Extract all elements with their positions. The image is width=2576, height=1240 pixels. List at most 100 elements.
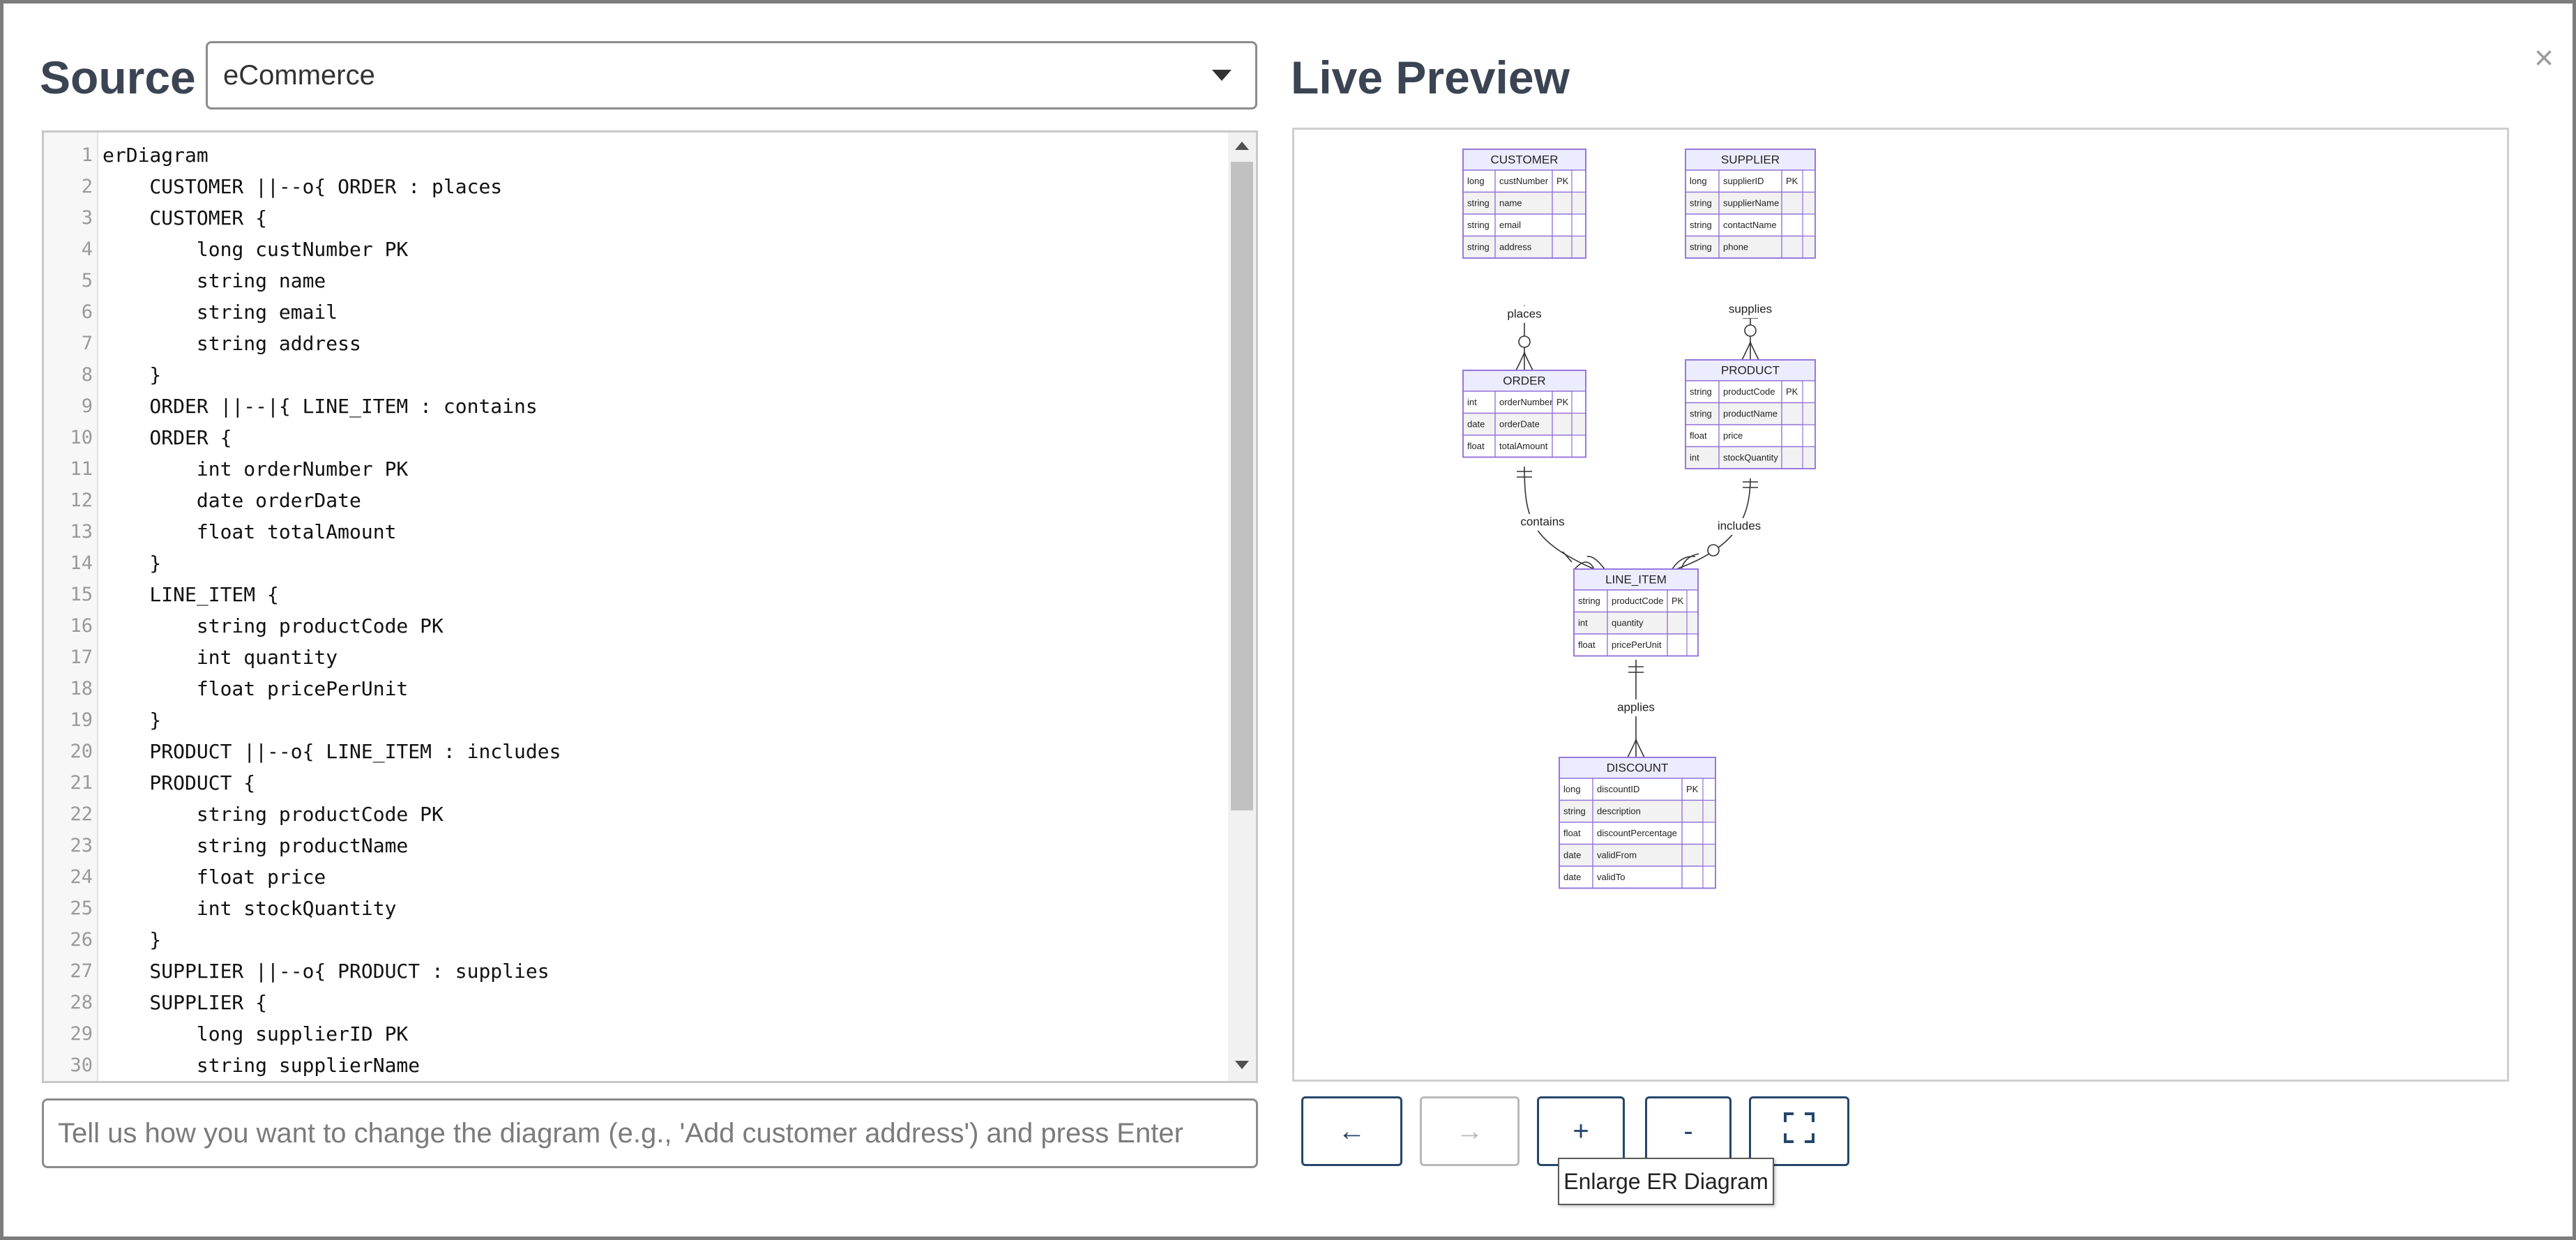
code-line[interactable]: 17 int quantity <box>44 642 1225 673</box>
code-line[interactable]: 24 float price <box>44 861 1225 893</box>
attribute-type: float <box>1690 430 1707 441</box>
attribute-type: int <box>1578 618 1588 628</box>
scroll-up-icon[interactable] <box>1235 141 1249 153</box>
code-line[interactable]: 7 string address <box>44 328 1225 359</box>
relationship-label-bg <box>1608 700 1664 716</box>
code-line[interactable]: 14 } <box>44 547 1225 579</box>
code-line[interactable]: 11 int orderNumber PK <box>44 453 1225 485</box>
code-line[interactable]: 13 float totalAmount <box>44 516 1225 547</box>
source-select[interactable]: eCommerce <box>206 41 1257 109</box>
code-line[interactable]: 22 string productCode PK <box>44 799 1225 830</box>
chevron-down-icon <box>1212 70 1232 84</box>
code-text: } <box>103 552 162 575</box>
code-line[interactable]: 18 float pricePerUnit <box>44 673 1225 704</box>
code-text: SUPPLIER { <box>103 991 268 1014</box>
relationship-label: includes <box>1718 519 1761 532</box>
code-line[interactable]: 6 string email <box>44 296 1225 328</box>
code-line[interactable]: 16 string productCode PK <box>44 610 1225 642</box>
code-line[interactable]: 23 string productName <box>44 830 1225 861</box>
code-text: erDiagram <box>103 144 209 167</box>
attribute-name: contactName <box>1723 220 1777 230</box>
code-text: PRODUCT { <box>103 771 256 794</box>
code-line[interactable]: 3 CUSTOMER { <box>44 202 1225 234</box>
code-text: float pricePerUnit <box>103 677 409 700</box>
code-line[interactable]: 5 string name <box>44 265 1225 296</box>
code-text: string name <box>103 269 326 292</box>
scrollbar-thumb[interactable] <box>1231 162 1253 810</box>
code-line[interactable]: 10 ORDER { <box>44 422 1225 453</box>
line-number: 28 <box>70 992 93 1013</box>
code-line[interactable]: 2 CUSTOMER ||--o{ ORDER : places <box>44 171 1225 202</box>
attribute-name: phone <box>1723 242 1748 252</box>
code-line[interactable]: 30 string supplierName <box>44 1050 1225 1081</box>
line-number: 29 <box>70 1023 93 1045</box>
line-number: 19 <box>70 709 93 731</box>
attribute-type: string <box>1690 198 1712 209</box>
attribute-type: date <box>1563 850 1581 861</box>
attribute-type: string <box>1578 596 1600 606</box>
relationship-label: contains <box>1520 515 1564 528</box>
attribute-name: email <box>1499 220 1521 230</box>
code-line[interactable]: 12 date orderDate <box>44 485 1225 516</box>
undo-button[interactable]: ← <box>1301 1096 1402 1166</box>
code-line[interactable]: 4 long custNumber PK <box>44 234 1225 265</box>
attribute-name: orderNumber <box>1499 397 1553 407</box>
attribute-type: int <box>1690 453 1699 463</box>
code-text: CUSTOMER { <box>103 206 268 229</box>
line-number: 25 <box>70 898 93 919</box>
line-number: 16 <box>70 615 93 637</box>
code-line[interactable]: 21 PRODUCT { <box>44 767 1225 799</box>
code-line[interactable]: 29 long supplierID PK <box>44 1018 1225 1050</box>
code-line[interactable]: 27 SUPPLIER ||--o{ PRODUCT : supplies <box>44 955 1225 987</box>
attribute-type: string <box>1467 198 1490 209</box>
code-line[interactable]: 8 } <box>44 359 1225 391</box>
code-line[interactable]: 28 SUPPLIER { <box>44 987 1225 1018</box>
change-request-input[interactable] <box>42 1098 1258 1168</box>
code-text: string productName <box>103 834 409 857</box>
line-number: 23 <box>70 835 93 856</box>
code-text: float totalAmount <box>103 520 397 543</box>
attribute-name: productCode <box>1723 386 1775 397</box>
code-text: PRODUCT ||--o{ LINE_ITEM : includes <box>103 740 561 763</box>
code-text: string email <box>103 301 338 324</box>
redo-button[interactable]: → <box>1420 1096 1520 1166</box>
code-line[interactable]: 25 int stockQuantity <box>44 893 1225 924</box>
entity-name: SUPPLIER <box>1721 153 1780 166</box>
code-line[interactable]: 15 LINE_ITEM { <box>44 579 1225 610</box>
code-line[interactable]: 20 PRODUCT ||--o{ LINE_ITEM : includes <box>44 736 1225 767</box>
code-line[interactable]: 19 } <box>44 704 1225 736</box>
entity-name: DISCOUNT <box>1607 761 1669 774</box>
code-line[interactable]: 9 ORDER ||--|{ LINE_ITEM : contains <box>44 391 1225 422</box>
attribute-type: string <box>1690 220 1712 230</box>
attribute-name: orderDate <box>1499 419 1540 430</box>
zoom-in-button[interactable]: + <box>1537 1096 1625 1166</box>
attribute-key: PK <box>1786 176 1798 186</box>
attribute-type: float <box>1578 640 1596 650</box>
code-text: string address <box>103 332 361 355</box>
close-button[interactable]: × <box>2533 40 2554 77</box>
line-number: 5 <box>81 270 93 292</box>
attribute-name: productCode <box>1612 596 1663 606</box>
attribute-type: date <box>1467 419 1485 430</box>
line-number: 13 <box>70 521 93 543</box>
attribute-type: string <box>1690 409 1712 419</box>
editor-scrollbar[interactable] <box>1228 133 1256 1081</box>
enlarge-button[interactable] <box>1749 1096 1849 1166</box>
line-number-gutter <box>44 133 98 1081</box>
zoom-out-button[interactable]: - <box>1645 1096 1732 1166</box>
code-text: ORDER { <box>103 426 232 449</box>
line-number: 15 <box>70 584 93 605</box>
scroll-down-icon[interactable] <box>1235 1060 1249 1073</box>
line-number: 12 <box>70 490 93 511</box>
code-line[interactable]: 26 } <box>44 924 1225 955</box>
